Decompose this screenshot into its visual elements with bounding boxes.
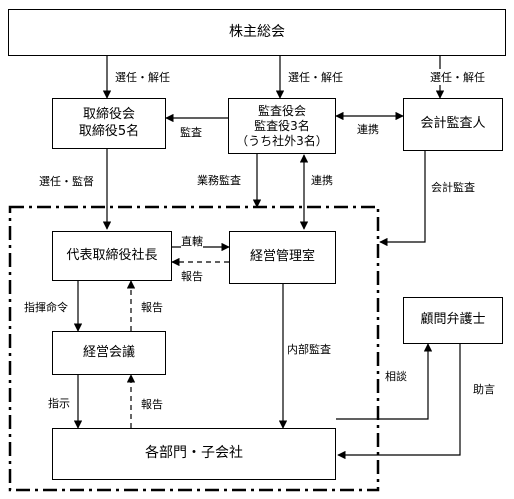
label-cooperation-accountant: 連携 bbox=[357, 121, 379, 137]
label-audit: 監査 bbox=[180, 124, 202, 140]
label-elect-dismiss-accountant: 選任・解任 bbox=[430, 69, 485, 85]
label-direct-control: 直轄 bbox=[181, 233, 203, 249]
label-cooperation-office: 連携 bbox=[311, 172, 333, 188]
label-report-meeting: 報告 bbox=[141, 299, 163, 315]
label-elect-dismiss-board: 選任・解任 bbox=[115, 69, 170, 85]
label-elect-supervise: 選任・監督 bbox=[39, 173, 94, 189]
audit-board-members: 監査役3名 bbox=[254, 118, 310, 133]
management-meeting-box: 経営会議 bbox=[52, 331, 166, 375]
label-consultation: 相談 bbox=[385, 368, 407, 384]
shareholders-meeting-box: 株主総会 bbox=[8, 9, 506, 56]
president-box: 代表取締役社長 bbox=[52, 231, 172, 281]
label-elect-dismiss-audit: 選任・解任 bbox=[288, 69, 343, 85]
label-business-audit: 業務監査 bbox=[197, 172, 241, 188]
label-report-office: 報告 bbox=[181, 268, 203, 284]
board-title: 取締役会 bbox=[82, 107, 135, 123]
board-members: 取締役5名 bbox=[78, 123, 140, 139]
audit-board-box: 監査役会 監査役3名 （うち社外3名） bbox=[228, 98, 336, 154]
board-of-directors-box: 取締役会 取締役5名 bbox=[52, 98, 166, 149]
internal-boundary bbox=[8, 205, 380, 492]
label-instruction: 指示 bbox=[48, 395, 70, 411]
management-office-label: 経営管理室 bbox=[249, 249, 315, 265]
audit-board-outside: （うち社外3名） bbox=[236, 133, 328, 148]
audit-board-title: 監査役会 bbox=[257, 103, 306, 118]
legal-advisor-label: 顧問弁護士 bbox=[420, 312, 486, 328]
label-internal-audit: 内部監査 bbox=[287, 341, 331, 357]
departments-label: 各部門・子会社 bbox=[145, 445, 243, 462]
label-command: 指揮命令 bbox=[24, 299, 68, 315]
legal-advisor-box: 顧問弁護士 bbox=[403, 297, 503, 344]
president-label: 代表取締役社長 bbox=[66, 247, 158, 263]
accounting-auditor-label: 会計監査人 bbox=[420, 116, 486, 132]
label-accounting-audit: 会計監査 bbox=[431, 179, 475, 195]
accounting-auditor-box: 会計監査人 bbox=[403, 98, 503, 151]
shareholders-meeting-label: 株主総会 bbox=[229, 23, 285, 40]
label-advice: 助言 bbox=[473, 381, 495, 397]
management-meeting-label: 経営会議 bbox=[82, 344, 135, 360]
management-office-box: 経営管理室 bbox=[229, 231, 336, 284]
departments-box: 各部門・子会社 bbox=[52, 428, 336, 480]
label-report-departments: 報告 bbox=[141, 396, 163, 412]
